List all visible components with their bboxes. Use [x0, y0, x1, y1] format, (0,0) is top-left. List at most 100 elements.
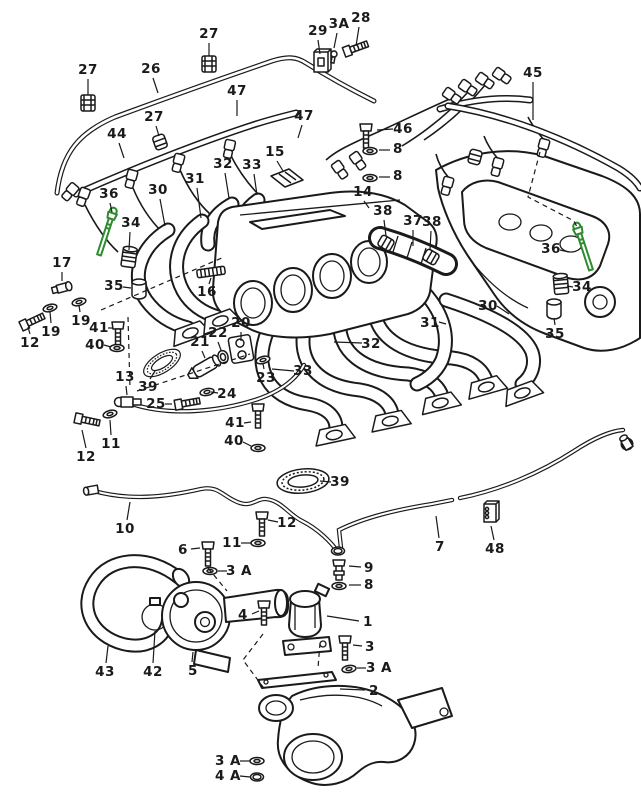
part-label-3A[interactable]: 3 A: [215, 753, 241, 769]
part-label-8[interactable]: 8: [393, 141, 403, 157]
part-label-4[interactable]: 4: [238, 607, 248, 623]
part-label-38[interactable]: 38: [422, 214, 442, 230]
cable-clamp: [466, 147, 484, 167]
part-label-29[interactable]: 29: [308, 23, 328, 39]
leader-line: [355, 26, 360, 47]
part-label-23[interactable]: 23: [256, 370, 276, 386]
part-label-27[interactable]: 27: [199, 26, 219, 42]
leader-line: [208, 277, 212, 285]
part-label-1[interactable]: 1: [363, 614, 373, 630]
bolt-12: [73, 412, 102, 429]
leader-line: [267, 519, 279, 523]
part-label-34[interactable]: 34: [572, 279, 592, 295]
part-label-39[interactable]: 39: [138, 379, 158, 395]
part-label-47[interactable]: 47: [294, 108, 314, 124]
part-label-36[interactable]: 36: [99, 186, 119, 202]
part-label-12[interactable]: 12: [20, 335, 40, 351]
part-label-41[interactable]: 41: [225, 415, 245, 431]
part-label-31[interactable]: 31: [420, 315, 440, 331]
part-label-11[interactable]: 11: [101, 436, 121, 452]
part-label-27[interactable]: 27: [78, 62, 98, 78]
part-label-21[interactable]: 21: [190, 334, 210, 350]
part-label-40[interactable]: 40: [85, 337, 105, 353]
part-label-12[interactable]: 12: [76, 449, 96, 465]
part-label-20[interactable]: 20: [231, 315, 251, 331]
part-label-47[interactable]: 47: [227, 83, 247, 99]
part-label-39[interactable]: 39: [330, 474, 350, 490]
part-label-35[interactable]: 35: [104, 278, 124, 294]
dashed-connector: [127, 316, 131, 390]
vacuum-pipe-7: [339, 430, 634, 548]
part-label-3[interactable]: 3: [365, 639, 375, 655]
part-label-42[interactable]: 42: [143, 664, 163, 680]
part-label-3A[interactable]: 3A: [329, 16, 350, 32]
part-label-37[interactable]: 37: [403, 213, 423, 229]
part-label-48[interactable]: 48: [485, 541, 505, 557]
spark-plug-boot: [457, 77, 479, 99]
bolt-41: [111, 321, 125, 347]
leader-line: [149, 370, 156, 380]
cable-clip-27: [201, 55, 217, 73]
part-label-32[interactable]: 32: [361, 336, 381, 352]
part-label-30[interactable]: 30: [478, 298, 498, 314]
part-label-41[interactable]: 41: [89, 320, 109, 336]
part-label-25[interactable]: 25: [146, 396, 166, 412]
part-label-22[interactable]: 22: [208, 325, 228, 341]
part-label-45[interactable]: 45: [523, 65, 543, 81]
part-label-4A[interactable]: 4 A: [215, 768, 241, 784]
part-label-8[interactable]: 8: [393, 168, 403, 184]
leader-line: [105, 645, 109, 664]
part-label-5[interactable]: 5: [188, 663, 198, 679]
spark-plug-boot: [329, 159, 351, 181]
part-label-7[interactable]: 7: [435, 539, 445, 555]
part-label-33[interactable]: 33: [293, 363, 313, 379]
part-label-15[interactable]: 15: [265, 144, 285, 160]
part-label-46[interactable]: 46: [393, 121, 413, 137]
part-label-14[interactable]: 14: [353, 184, 373, 200]
part-label-9[interactable]: 9: [364, 560, 374, 576]
leader-line: [103, 344, 112, 348]
part-label-11[interactable]: 11: [222, 535, 242, 551]
dashed-connector: [207, 567, 228, 592]
leader-line: [326, 615, 360, 622]
part-label-31[interactable]: 31: [185, 171, 205, 187]
cap-35: [546, 298, 562, 320]
part-label-3A[interactable]: 3 A: [226, 563, 252, 579]
part-label-40[interactable]: 40: [224, 433, 244, 449]
part-label-10[interactable]: 10: [115, 521, 135, 537]
part-label-28[interactable]: 28: [351, 10, 371, 26]
part-label-12[interactable]: 12: [277, 515, 297, 531]
part-label-32[interactable]: 32: [213, 156, 233, 172]
part-label-3A[interactable]: 3 A: [366, 660, 392, 676]
part-label-43[interactable]: 43: [95, 664, 115, 680]
part-label-8[interactable]: 8: [364, 577, 374, 593]
part-label-44[interactable]: 44: [107, 126, 127, 142]
cap-35: [131, 278, 147, 300]
part-label-19[interactable]: 19: [71, 313, 91, 329]
part-label-33[interactable]: 33: [242, 157, 262, 173]
part-label-16[interactable]: 16: [197, 284, 217, 300]
retaining-clip-29: [313, 48, 332, 73]
part-label-26[interactable]: 26: [141, 61, 161, 77]
leader-line: [376, 128, 394, 131]
part-label-13[interactable]: 13: [115, 369, 135, 385]
leader-line: [152, 77, 159, 94]
washer-8: [331, 581, 347, 591]
part-label-17[interactable]: 17: [52, 255, 72, 271]
leader-line: [429, 230, 432, 251]
part-label-35[interactable]: 35: [545, 326, 565, 342]
part-label-19[interactable]: 19: [41, 324, 61, 340]
plate-15: [270, 168, 304, 188]
part-label-34[interactable]: 34: [121, 215, 141, 231]
part-label-24[interactable]: 24: [217, 386, 237, 402]
dashed-connector: [100, 256, 225, 311]
leader-line: [159, 198, 166, 227]
part-label-2[interactable]: 2: [369, 683, 379, 699]
part-label-30[interactable]: 30: [148, 182, 168, 198]
leader-line: [224, 172, 230, 199]
part-label-27[interactable]: 27: [144, 109, 164, 125]
part-label-6[interactable]: 6: [178, 542, 188, 558]
part-label-36[interactable]: 36: [541, 241, 561, 257]
part-label-38[interactable]: 38: [373, 203, 393, 219]
